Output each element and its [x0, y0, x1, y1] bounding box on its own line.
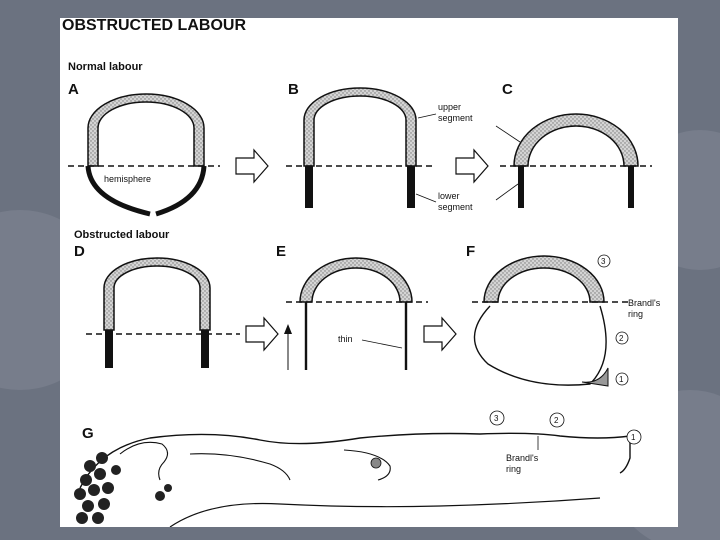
panel-label-a: A: [68, 81, 79, 98]
marker-g-1: 1: [631, 433, 636, 442]
arrow-d-to-e: [246, 318, 278, 350]
panel-d-uterus: D: [74, 243, 240, 368]
page-title: OBSTRUCTED LABOUR: [62, 18, 246, 34]
panel-g-figure: G 3 2 1 Brandl's ring: [74, 411, 641, 527]
panel-label-d: D: [74, 243, 85, 260]
panel-label-c: C: [502, 81, 513, 98]
panel-f-uterus: F 3 2 1 Brandl's ring: [466, 243, 661, 386]
panel-label-g: G: [82, 425, 94, 442]
marker-g-3: 3: [494, 414, 499, 423]
brandls-ring-g-line2: ring: [506, 464, 521, 474]
brandls-ring-f-line2: ring: [628, 309, 643, 319]
arrow-b-to-c: [456, 150, 488, 182]
thin-label: thin: [338, 334, 353, 344]
marker-f-2: 2: [619, 334, 624, 343]
panel-label-e: E: [276, 243, 286, 260]
brandls-ring-g-line1: Brandl's: [506, 453, 539, 463]
panel-label-f: F: [466, 243, 475, 260]
arrow-e-to-f: [424, 318, 456, 350]
diagram-slide: OBSTRUCTED LABOUR Normal labour Obstruct…: [60, 18, 678, 527]
upper-segment-label-line2: segment: [438, 113, 473, 123]
obstructed-labour-heading: Obstructed labour: [74, 229, 170, 241]
marker-f-1: 1: [619, 375, 624, 384]
panel-label-b: B: [288, 81, 299, 98]
panel-c-uterus: C: [496, 81, 652, 208]
brandls-ring-f-line1: Brandl's: [628, 298, 661, 308]
panel-e-uterus: E thin: [276, 243, 428, 370]
marker-g-2: 2: [554, 416, 559, 425]
panel-b-uterus: B upper segment lower segment: [286, 81, 473, 212]
normal-labour-heading: Normal labour: [68, 61, 143, 73]
marker-f-3: 3: [601, 257, 606, 266]
upper-segment-label-line1: upper: [438, 102, 461, 112]
lower-segment-label-line1: lower: [438, 191, 460, 201]
obstructed-labour-diagram: OBSTRUCTED LABOUR Normal labour Obstruct…: [60, 18, 678, 527]
hemisphere-label: hemisphere: [104, 174, 151, 184]
arrow-a-to-b: [236, 150, 268, 182]
panel-a-uterus: A hemisphere: [68, 81, 220, 214]
lower-segment-label-line2: segment: [438, 202, 473, 212]
